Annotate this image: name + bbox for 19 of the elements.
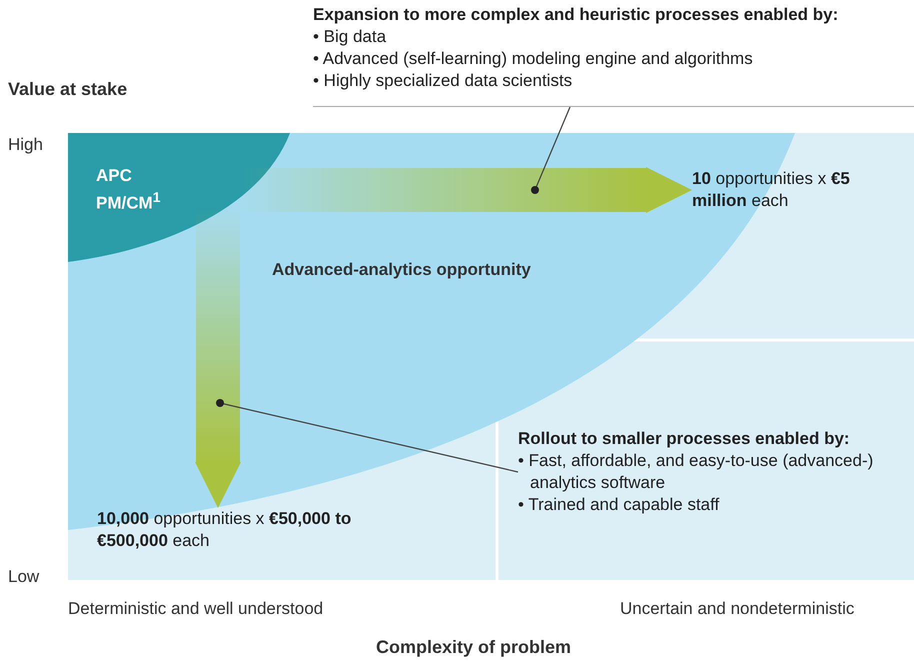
leader-line: [216, 399, 518, 473]
opportunity-count-text: 10,000 opportunities x €50,000 to €500,000 each: [97, 508, 352, 552]
region-label: APC PM/CM$^{1}$: [96, 165, 162, 215]
axis-title: Complexity of problem: [376, 636, 572, 658]
axis-tick-label: Low: [8, 566, 40, 588]
bullet-item: • Fast, affordable, and easy-to-use (advanced-) analytics software: [518, 450, 874, 494]
axis-tick-label: Deterministic and well understood: [68, 598, 324, 620]
leader-line: [531, 106, 571, 194]
bullet-item: • Big data: [313, 26, 388, 48]
bullet-item: • Trained and capable staff: [518, 494, 720, 516]
axis-tick-label: Uncertain and nondeterministic: [620, 598, 854, 620]
opportunity-count-text: 10 opportunities x €5 million each: [692, 168, 851, 212]
axis-tick-label: High: [8, 134, 43, 156]
region-label: Advanced-analytics opportunity: [272, 259, 532, 281]
bullet-item: • Advanced (self-learning) modeling engine and algorithms: [313, 48, 754, 70]
axis-title: Value at stake: [8, 78, 128, 100]
callout-heading: Rollout to smaller processes enabled by:: [518, 428, 851, 450]
callout-heading: Expansion to more complex and heuristic processes enabled by:: [313, 4, 840, 26]
bullet-item: • Highly specialized data scientists: [313, 70, 574, 92]
